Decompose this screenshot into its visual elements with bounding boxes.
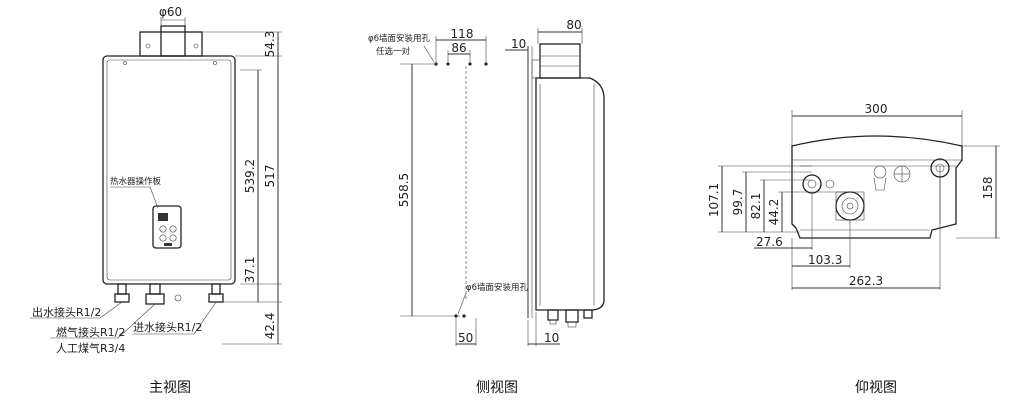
dim-bottom-offset: 37.1 bbox=[243, 257, 257, 284]
dim-50: 50 bbox=[458, 331, 473, 345]
flue-diameter-label: φ60 bbox=[159, 5, 182, 19]
bottom-outline bbox=[791, 135, 963, 239]
panel-knob-icon bbox=[169, 225, 177, 233]
bottom-outlet-fitting bbox=[802, 174, 822, 194]
hole-note-top: φ6墙面安装用孔 bbox=[368, 33, 431, 44]
dim-inner-height: 539.2 bbox=[243, 159, 257, 193]
dim-86: 86 bbox=[451, 41, 466, 55]
bottom-valve-icon bbox=[873, 165, 887, 179]
side-view: φ6墙面安装用孔 任选一对 118 86 10 80 bbox=[368, 18, 605, 396]
dim-27-6: 27.6 bbox=[756, 235, 783, 249]
dim-103-3: 103.3 bbox=[808, 253, 842, 267]
dim-99-7: 99.7 bbox=[731, 189, 745, 216]
dim-107-1: 107.1 bbox=[707, 183, 721, 217]
outlet-label: 出水接头R1/2 bbox=[32, 305, 101, 319]
panel-label: 热水器操作板 bbox=[110, 176, 162, 187]
front-view-caption: 主视图 bbox=[149, 380, 191, 396]
side-view-caption: 侧视图 bbox=[476, 380, 518, 396]
outlet-fitting bbox=[117, 283, 127, 295]
hole-note-top-sub: 任选一对 bbox=[376, 46, 411, 57]
panel-knob-icon bbox=[159, 234, 167, 242]
side-body bbox=[535, 77, 605, 311]
inlet-fitting bbox=[211, 283, 221, 295]
bottom-inlet-fitting bbox=[930, 158, 950, 178]
flue-bracket bbox=[139, 31, 203, 57]
gas-fitting bbox=[149, 283, 161, 295]
dim-82-1: 82.1 bbox=[749, 193, 763, 220]
side-fitting bbox=[565, 309, 579, 323]
front-view: φ60 热水器操作板 出水接头R1/2 燃气接头R1/2 人工煤气R3/4 bbox=[30, 5, 282, 396]
bottom-view: 300 158 107 bbox=[707, 102, 1000, 396]
inlet-label: 进水接头R1/2 bbox=[133, 321, 202, 334]
dim-80: 80 bbox=[566, 18, 581, 32]
hole-note-bottom: φ6墙面安装用孔 bbox=[466, 282, 529, 293]
panel-knob-icon bbox=[169, 234, 177, 242]
side-fitting bbox=[547, 309, 559, 321]
dim-height: 558.5 bbox=[397, 173, 411, 207]
panel-display bbox=[158, 213, 168, 221]
bottom-gas-fitting bbox=[835, 191, 865, 221]
dim-width: 300 bbox=[865, 102, 888, 116]
flue-pipe bbox=[160, 25, 186, 57]
gas-label: 燃气接头R1/2 bbox=[56, 325, 125, 339]
dim-total-height: 517 bbox=[263, 165, 277, 188]
control-panel bbox=[152, 205, 182, 249]
dim-44-2: 44.2 bbox=[767, 199, 781, 226]
panel-knob-icon bbox=[159, 225, 167, 233]
dim-118: 118 bbox=[451, 27, 474, 41]
town-gas-label: 人工煤气R3/4 bbox=[56, 341, 125, 355]
dim-top: 54.3 bbox=[263, 31, 277, 58]
dim-pipe: 42.4 bbox=[263, 313, 277, 340]
heater-body bbox=[102, 55, 236, 285]
dim-10-bottom: 10 bbox=[544, 331, 559, 345]
dim-depth: 158 bbox=[981, 177, 995, 200]
bottom-view-caption: 仰视图 bbox=[855, 380, 897, 396]
side-flue bbox=[539, 43, 581, 79]
dim-10-top: 10 bbox=[511, 37, 526, 51]
side-fitting bbox=[583, 309, 593, 319]
dim-262-3: 262.3 bbox=[849, 274, 883, 288]
